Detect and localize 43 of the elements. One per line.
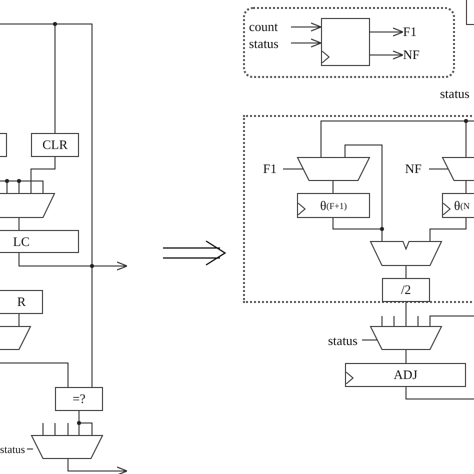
register-box: R xyxy=(0,290,43,314)
wire xyxy=(30,156,56,194)
comparator-box: =? xyxy=(55,387,103,411)
multiplexer xyxy=(0,193,55,218)
wire xyxy=(18,314,20,326)
multiplexer xyxy=(370,241,442,266)
wire xyxy=(0,362,68,388)
wire xyxy=(430,316,474,326)
wire xyxy=(78,410,92,436)
wire xyxy=(320,120,474,158)
wire xyxy=(430,218,466,242)
multiplexer xyxy=(370,326,442,350)
multiplexer xyxy=(297,157,370,181)
register-box: ADJ xyxy=(345,363,466,387)
signal-label: F1 xyxy=(263,161,283,177)
signal-label: count xyxy=(249,19,291,34)
register-box: CLR xyxy=(31,133,79,157)
multiplexer xyxy=(31,435,103,459)
wire xyxy=(0,180,44,194)
signal-label: NF xyxy=(405,161,429,177)
signal-label: NF xyxy=(403,47,427,63)
wire xyxy=(290,22,322,32)
dotted-group-box xyxy=(243,7,455,78)
wire xyxy=(370,50,404,60)
wire xyxy=(406,386,474,400)
signal-label: status xyxy=(249,36,291,51)
signal-label: status xyxy=(0,442,27,457)
signal-label: status xyxy=(328,333,362,348)
wire xyxy=(18,218,20,230)
wire xyxy=(370,27,404,37)
wire xyxy=(332,144,382,230)
wire xyxy=(68,458,128,474)
wire xyxy=(282,168,304,170)
signal-label: F1 xyxy=(403,24,425,40)
dotted-group-box xyxy=(243,115,474,303)
signal-label: status xyxy=(440,86,470,102)
wire xyxy=(428,168,448,170)
wire xyxy=(26,448,34,450)
wire xyxy=(290,38,322,48)
register-block xyxy=(321,18,370,66)
wire xyxy=(18,252,92,388)
register-box: LC xyxy=(0,230,79,253)
wire xyxy=(332,180,334,194)
